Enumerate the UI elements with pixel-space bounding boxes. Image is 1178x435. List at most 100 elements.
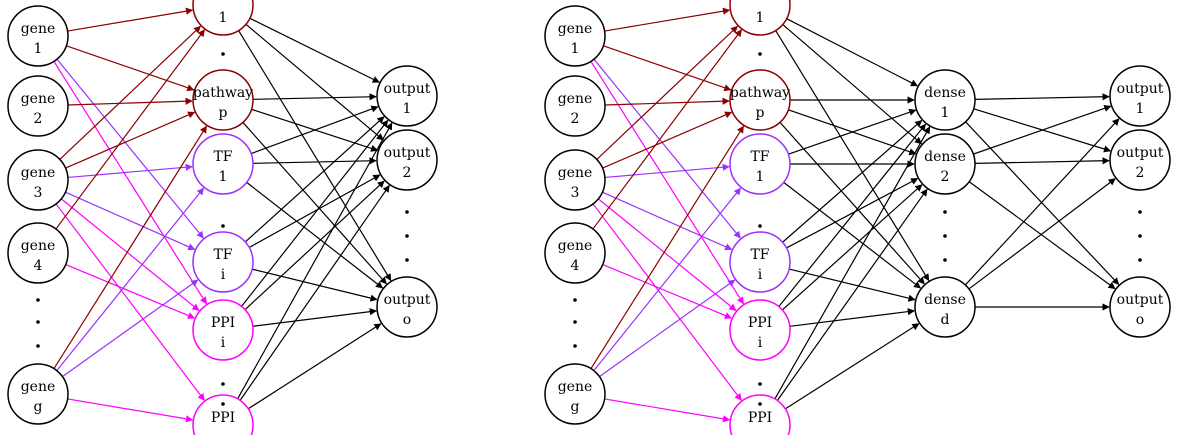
edge-t1-to-oo xyxy=(246,181,384,289)
node-circle xyxy=(729,231,791,293)
edge-g1-to-ppi1 xyxy=(590,61,744,305)
node-label: gene xyxy=(21,21,56,37)
edge-t1-to-o2 xyxy=(252,157,377,165)
node-label: gene xyxy=(558,165,593,181)
node-label: gene xyxy=(21,91,56,107)
node-circle xyxy=(376,129,438,191)
ellipsis-dot xyxy=(221,52,225,56)
edge-d1-to-o1 xyxy=(974,93,1110,101)
ellipsis-dot xyxy=(405,258,409,262)
node-gene-g2: gene 2 xyxy=(7,75,69,137)
node-label: dense xyxy=(924,292,966,308)
node-label: TF xyxy=(213,149,232,165)
ellipsis-dot xyxy=(758,224,762,228)
edge-g1-to-pp xyxy=(603,45,732,92)
edge-pp-to-oo xyxy=(242,122,387,285)
node-index: 4 xyxy=(34,258,43,274)
node-circle xyxy=(7,149,69,211)
edge-gg-to-ppin xyxy=(67,398,194,423)
node-index: 2 xyxy=(1136,165,1145,181)
node-circle xyxy=(7,75,69,137)
node-label: output xyxy=(1117,145,1164,161)
ellipsis-dot xyxy=(36,298,40,302)
ellipsis-dot xyxy=(758,382,762,386)
edge-t1-to-d1 xyxy=(788,108,917,155)
edge-ti-to-oo xyxy=(251,268,378,302)
edge-p1-to-d2 xyxy=(782,24,923,145)
ellipsis-dot xyxy=(758,52,762,56)
edge-dd-to-o2 xyxy=(968,178,1116,290)
node-label: output xyxy=(1117,292,1164,308)
ellipsis-dot xyxy=(943,210,947,214)
edge-g3-to-ppi1 xyxy=(597,198,737,311)
node-index: 3 xyxy=(571,185,580,201)
node-label: output xyxy=(1117,81,1164,97)
node-circle xyxy=(192,231,254,293)
node-index: d xyxy=(941,312,950,328)
edge-ti-to-o1 xyxy=(244,116,385,243)
edge-g1-to-ti xyxy=(593,58,741,239)
edge-g3-to-pp xyxy=(602,111,733,169)
edge-ppi1-to-dd xyxy=(789,308,915,327)
edge-g1-to-pp xyxy=(66,45,195,92)
node-label: gene xyxy=(21,379,56,395)
node-circle xyxy=(192,69,254,131)
edge-gg-to-ti xyxy=(599,279,736,378)
edge-gg-to-pp xyxy=(53,125,207,369)
node-label: output xyxy=(384,145,431,161)
node-circle xyxy=(914,276,976,338)
edge-dd-to-o1 xyxy=(964,118,1120,286)
edges xyxy=(590,7,1120,423)
node-index: 1 xyxy=(219,10,228,26)
edge-g3-to-ppi1 xyxy=(60,198,200,311)
node-pathway-p1: 1 xyxy=(192,0,254,36)
edge-g3-to-ppin xyxy=(55,203,205,401)
node-circle xyxy=(544,75,606,137)
node-circle xyxy=(192,133,254,195)
edge-g3-to-ti xyxy=(602,191,733,251)
node-index: 1 xyxy=(34,41,43,57)
node-label: pathway xyxy=(730,85,790,101)
node-circle xyxy=(192,0,254,36)
node-gene-g1: gene 1 xyxy=(7,5,69,67)
node-label: PPI xyxy=(748,410,772,426)
edge-ppin-to-d1 xyxy=(774,126,931,400)
edge-p1-to-o1 xyxy=(249,17,380,83)
node-tf-t1: TF1 xyxy=(192,133,254,195)
edge-gg-to-t1 xyxy=(593,187,742,371)
node-index: p xyxy=(756,105,765,121)
node-label: PPI xyxy=(748,315,772,331)
node-index: 2 xyxy=(34,111,43,127)
node-index: 1 xyxy=(403,101,412,117)
node-output-o2: output 2 xyxy=(1109,129,1171,191)
node-index: i xyxy=(758,267,763,283)
node-label: output xyxy=(384,81,431,97)
ellipsis-dot xyxy=(573,344,577,348)
edge-ppi1-to-d2 xyxy=(781,184,923,311)
node-label: pathway xyxy=(193,85,253,101)
edge-ppi1-to-d1 xyxy=(778,123,927,307)
node-circle xyxy=(544,363,606,425)
node-circle xyxy=(729,299,791,361)
node-circle xyxy=(7,222,69,284)
edge-g3-to-pp xyxy=(65,111,196,169)
node-dense-dd: dense d xyxy=(914,276,976,338)
node-output-o1: output 1 xyxy=(376,65,438,127)
edge-gg-to-ti xyxy=(62,279,199,378)
edge-p1-to-d1 xyxy=(786,18,919,87)
edge-p1-to-o2 xyxy=(245,23,384,141)
edge-pp-to-dd xyxy=(779,121,925,285)
ellipsis-dot xyxy=(1138,210,1142,214)
node-label: gene xyxy=(558,91,593,107)
node-ppi-ppin: PPI xyxy=(729,394,791,435)
